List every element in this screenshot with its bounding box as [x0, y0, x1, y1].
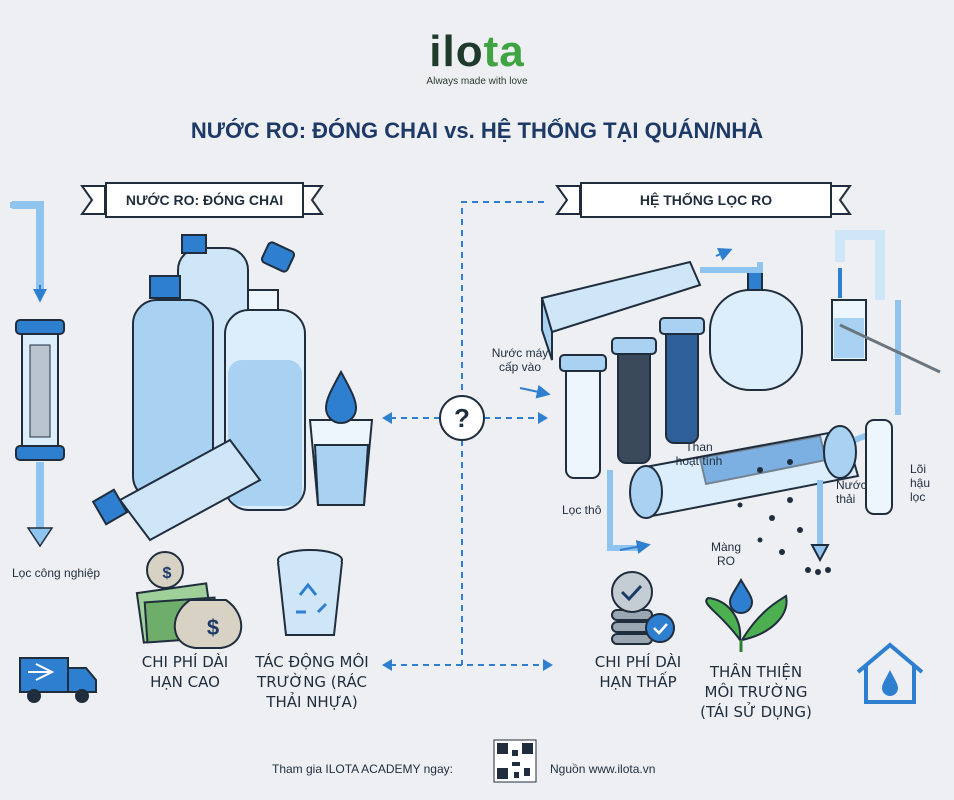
right-eco-line2: MÔI TRƯỜNG	[704, 683, 808, 701]
right-eco-line3: (TÁI SỬ DỤNG)	[700, 703, 812, 721]
carbon-line1: Than	[685, 440, 713, 454]
industrial-filter-label: Lọc công nghiệp	[12, 566, 101, 580]
right-ribbon: HỆ THỐNG LỌC RO	[580, 182, 832, 218]
carbon-filter-label: Than hoạt tính	[664, 440, 734, 468]
industrial-filter-icon	[10, 201, 65, 548]
waste-water-label: Nước thải	[836, 478, 867, 506]
carbon-line2: hoạt tính	[675, 454, 723, 468]
waste-line2: thải	[836, 492, 856, 506]
post-filter-label: Lõi hậu lọc	[910, 462, 930, 504]
waste-dots	[737, 459, 831, 575]
membrane-line1: Màng	[710, 540, 742, 554]
question-mark: ?	[454, 403, 470, 433]
home-water-icon	[856, 642, 924, 704]
footer-join-text: Tham gia ILOTA ACADEMY ngay:	[272, 762, 453, 776]
left-impact-line1: TÁC ĐỘNG MÔI	[255, 653, 369, 671]
water-bottles-icon	[91, 234, 374, 542]
brand-name-part1: ilo	[429, 27, 484, 76]
eco-leaf-icon	[705, 578, 788, 652]
footer-source-link[interactable]: Nguồn www.ilota.vn	[550, 762, 656, 776]
left-ribbon-tails	[80, 185, 852, 215]
post-line3: lọc	[910, 490, 926, 504]
right-cost-line1: CHI PHÍ DÀI	[594, 653, 682, 671]
ro-system-illustration	[540, 230, 941, 563]
tap-water-line1: Nước máy	[491, 346, 549, 360]
coin-stack-icon	[611, 571, 675, 645]
svg-text:$: $	[163, 565, 172, 582]
right-eco-label: THÂN THIỆN MÔI TRƯỜNG (TÁI SỬ DỤNG)	[686, 662, 826, 722]
qr-code	[493, 739, 537, 783]
left-cost-line1: CHI PHÍ DÀI	[141, 653, 229, 671]
brand-tagline: Always made with love	[426, 76, 528, 87]
delivery-truck-icon	[19, 657, 97, 703]
inlet-arrow	[519, 247, 733, 554]
ro-membrane-label: Màng RO	[706, 540, 746, 568]
membrane-line2: RO	[717, 554, 735, 568]
post-line1: Lõi	[910, 462, 927, 476]
tap-water-line2: cấp vào	[498, 360, 542, 374]
plastic-cup-recycle-icon	[277, 549, 343, 636]
right-cost-line2: HẠN THẤP	[599, 673, 677, 691]
brand-logo: ilota Always made with love	[0, 27, 954, 88]
left-cost-label: CHI PHÍ DÀI HẠN CAO	[120, 652, 250, 692]
waste-line1: Nước	[836, 478, 867, 492]
brand-name-part2: ta	[483, 27, 525, 76]
left-impact-line2: TRƯỜNG (RÁC	[257, 673, 367, 691]
question-circle	[439, 395, 485, 441]
left-impact-line3: THẢI NHỰA)	[266, 693, 358, 711]
page-title: NƯỚC RO: ĐÓNG CHAI vs. HỆ THỐNG TẠI QUÁN…	[190, 118, 764, 143]
svg-text:$: $	[207, 615, 219, 640]
left-impact-label: TÁC ĐỘNG MÔI TRƯỜNG (RÁC THẢI NHỰA)	[246, 652, 378, 712]
tap-water-label: Nước máy cấp vào	[480, 346, 560, 374]
right-cost-label: CHI PHÍ DÀI HẠN THẤP	[574, 652, 702, 692]
connector-arrowheads	[382, 412, 553, 671]
right-eco-line1: THÂN THIỆN	[709, 663, 803, 681]
coarse-filter-label: Lọc thô	[562, 503, 602, 517]
left-cost-line2: HẠN CAO	[150, 673, 220, 691]
post-line2: hậu	[910, 476, 931, 490]
money-stack-icon: $ $	[135, 551, 243, 649]
left-ribbon: NƯỚC RO: ĐÓNG CHAI	[105, 182, 304, 218]
center-connectors	[390, 201, 545, 666]
